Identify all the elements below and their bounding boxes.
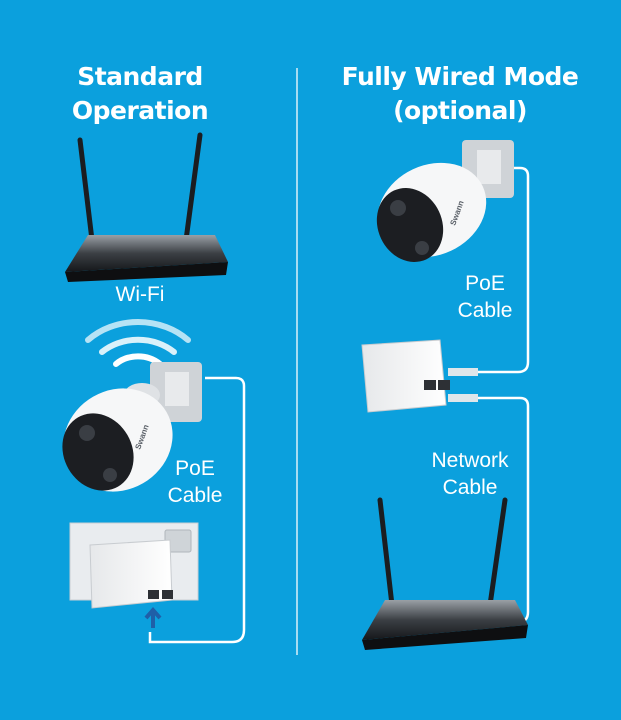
router-left-icon [65, 132, 228, 282]
title-line: Standard [77, 62, 203, 91]
camera-left-icon: Swann [62, 362, 202, 492]
wifi-icon [85, 318, 191, 367]
title-line: Operation [71, 96, 209, 125]
poe-cable-right [478, 166, 530, 374]
network-cable-label: Network Cable [420, 447, 520, 501]
label-line: PoE [465, 272, 505, 295]
label-line: PoE [175, 457, 215, 480]
router-right-icon [362, 497, 528, 650]
arrow-up-icon [144, 606, 162, 628]
label-line: Cable [167, 484, 223, 507]
title-line: (optional) [393, 96, 527, 125]
poe-injector-right-icon [361, 339, 478, 413]
label-line: Cable [442, 476, 498, 499]
title-line: Fully Wired Mode [341, 62, 579, 91]
wifi-label: Wi-Fi [115, 283, 165, 306]
standard-operation-title: Standard Operation [40, 60, 240, 128]
poe-injector-left-icon [69, 522, 199, 628]
label-line: Cable [457, 299, 513, 322]
fully-wired-mode-title: Fully Wired Mode (optional) [320, 60, 600, 128]
camera-right-icon: Swann [376, 140, 514, 262]
label-line: Network [431, 449, 509, 472]
poe-cable-label-left: PoE Cable [160, 455, 230, 509]
network-cable-right [470, 396, 530, 624]
poe-cable-left [148, 376, 246, 644]
poe-cable-label-right: PoE Cable [450, 270, 520, 324]
